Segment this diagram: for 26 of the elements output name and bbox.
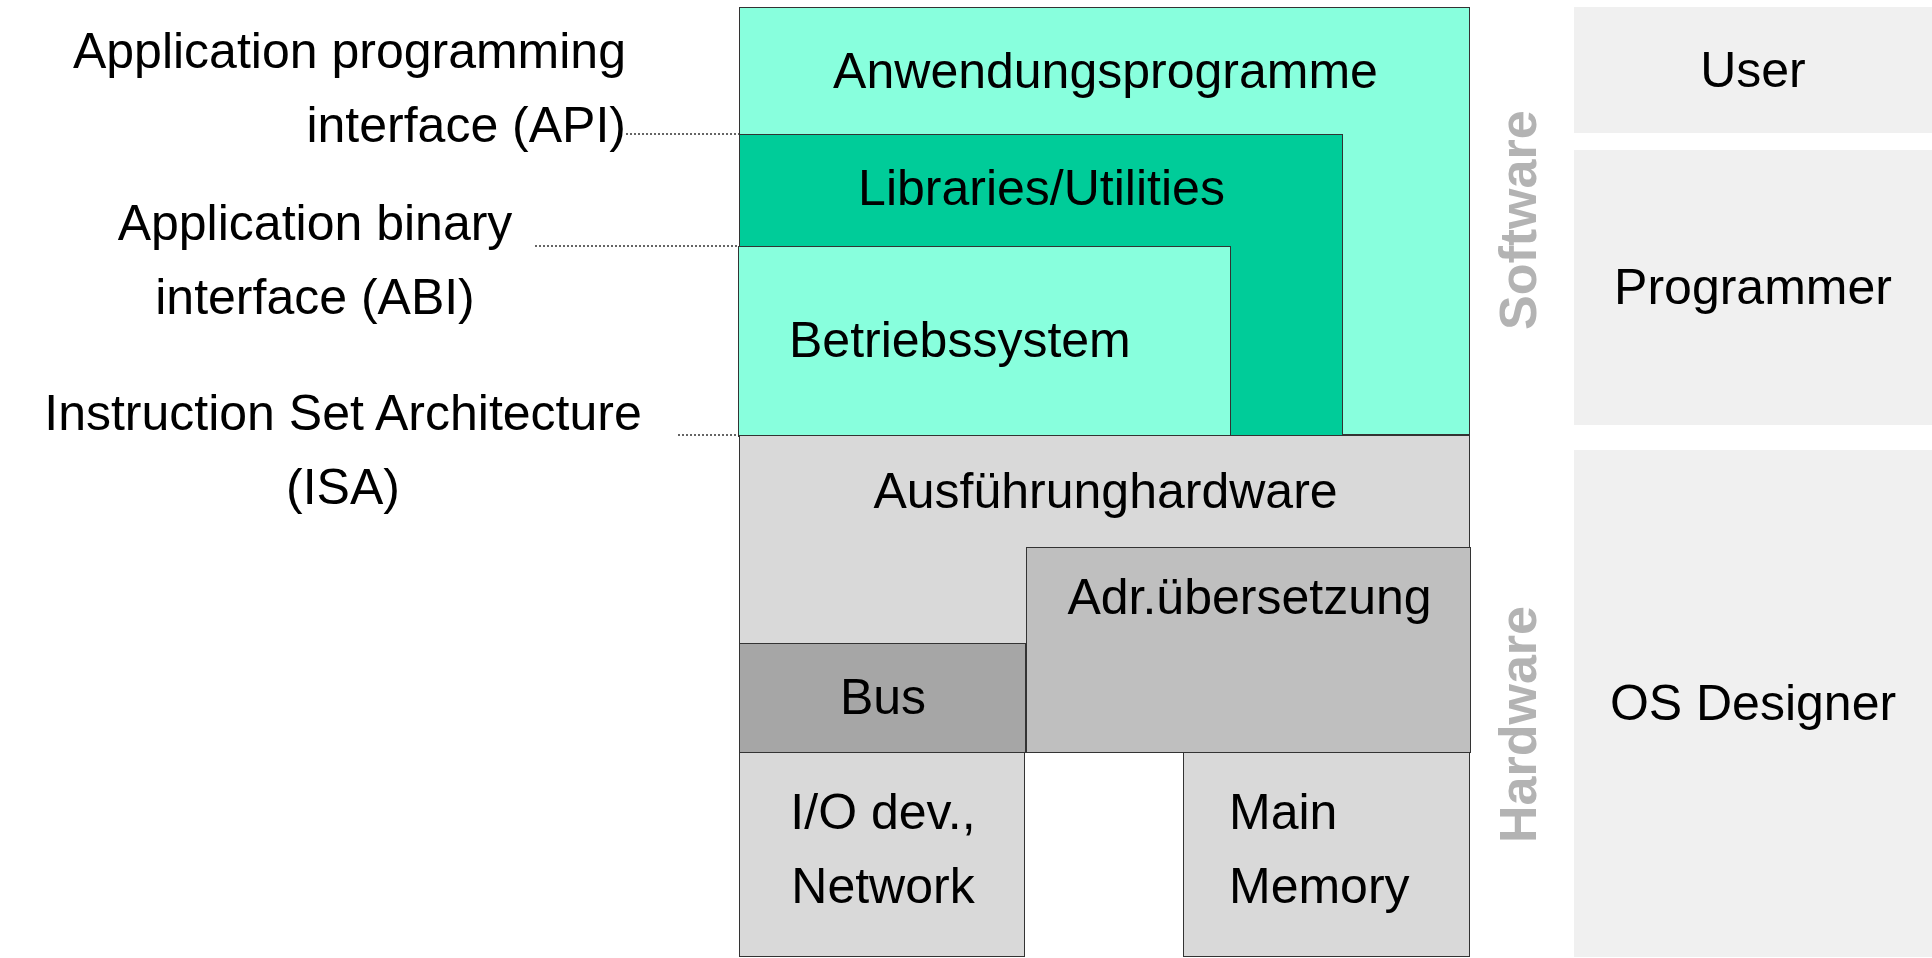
bus-layer bbox=[738, 643, 1026, 753]
layer-label: Bus bbox=[838, 668, 928, 727]
interface-label: Application programming interface (API) bbox=[10, 14, 626, 162]
layer-label: Programmer bbox=[1613, 258, 1893, 317]
layer-label: Adr.übersetzung bbox=[1066, 568, 1433, 627]
layer-label: Main Memory bbox=[1229, 783, 1411, 916]
layer-label: Ausführunghardware bbox=[872, 462, 1339, 521]
os-layer bbox=[738, 246, 1231, 437]
layer-label: Libraries/Utilities bbox=[857, 159, 1226, 218]
interface-label: Instruction Set Architecture (ISA) bbox=[8, 376, 678, 524]
leader-line bbox=[625, 133, 740, 135]
interface-label: Application binary interface (ABI) bbox=[95, 186, 535, 334]
library-layer bbox=[738, 134, 1343, 436]
io-device-block bbox=[739, 752, 1025, 957]
layer-label: Betriebssystem bbox=[789, 311, 1132, 370]
software-layer bbox=[739, 7, 1470, 435]
memory-block bbox=[1183, 752, 1470, 957]
layer-label: OS Designer bbox=[1608, 674, 1898, 733]
section-label: Software bbox=[1488, 109, 1548, 332]
hardware-layer bbox=[739, 435, 1470, 752]
layer-label: Anwendungsprogramme bbox=[832, 42, 1379, 101]
layer-label: User bbox=[1699, 41, 1807, 100]
address-translation-layer bbox=[1026, 547, 1471, 753]
layer-label: I/O dev., Network bbox=[789, 783, 977, 916]
section-label: Hardware bbox=[1488, 605, 1548, 846]
leader-line bbox=[534, 245, 739, 247]
